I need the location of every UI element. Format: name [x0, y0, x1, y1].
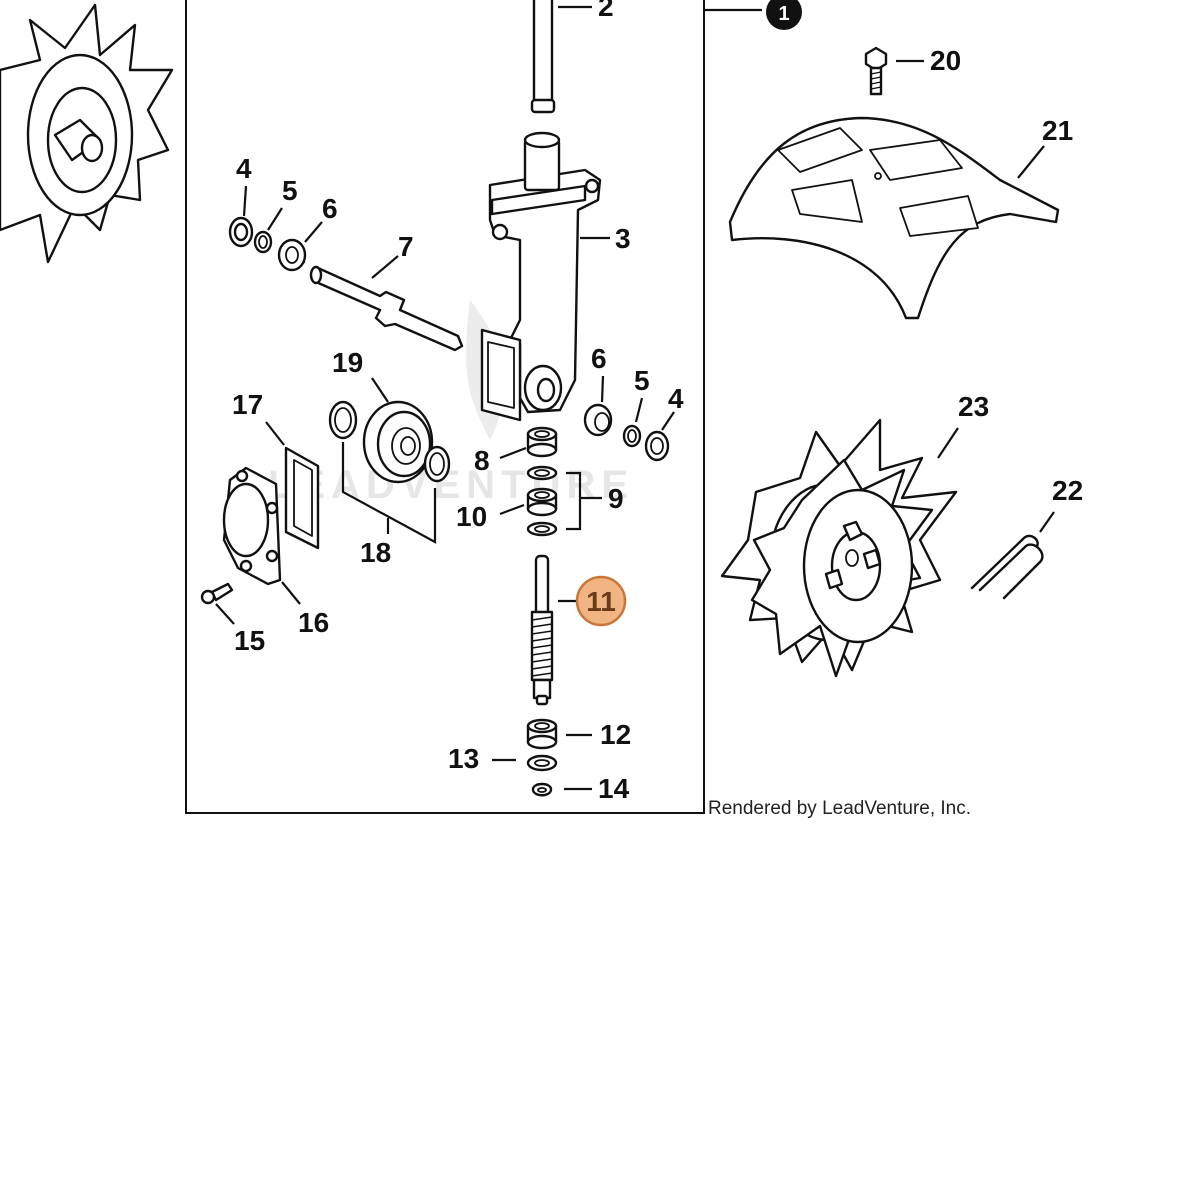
part-15-screw[interactable]	[200, 582, 234, 605]
part-21-shield[interactable]	[728, 116, 1060, 320]
part-22-hairpin-clip[interactable]	[970, 534, 1044, 600]
callout-6-left[interactable]: 6	[322, 193, 338, 224]
part-18-ring-left[interactable]	[328, 400, 358, 440]
part-7-axle[interactable]	[309, 265, 464, 352]
callout-2[interactable]: 2	[598, 0, 614, 22]
part-4-seal-left[interactable]	[228, 216, 254, 248]
callout-17[interactable]: 17	[232, 389, 263, 420]
part-13-washer[interactable]	[526, 754, 558, 772]
callout-22[interactable]: 22	[1052, 475, 1083, 506]
tine-left-partial[interactable]	[0, 3, 174, 264]
callout-16[interactable]: 16	[298, 607, 329, 638]
part-6-bushing-right[interactable]	[583, 403, 613, 437]
callout-11[interactable]: 11	[586, 586, 616, 617]
callout-20[interactable]: 20	[930, 45, 961, 76]
part-12-bushing[interactable]	[526, 718, 558, 750]
part-23-tine[interactable]	[720, 418, 958, 678]
callout-18[interactable]: 18	[360, 537, 391, 568]
callout-5-right[interactable]: 5	[634, 365, 650, 396]
part-18-ring-right[interactable]	[423, 445, 451, 483]
callout-21[interactable]: 21	[1042, 115, 1073, 146]
callout-5-left[interactable]: 5	[282, 175, 298, 206]
callout-9[interactable]: 9	[608, 483, 624, 514]
part-9-washer-bottom[interactable]	[526, 521, 558, 537]
part-4-seal-right[interactable]	[644, 430, 670, 462]
part-11-worm-shaft[interactable]	[530, 554, 554, 706]
kit-callout-label: 1	[778, 3, 789, 25]
part-3-gear-housing[interactable]	[480, 131, 602, 422]
part-8-bushing[interactable]	[526, 426, 558, 458]
credit-text: Rendered by LeadVenture, Inc.	[708, 798, 971, 819]
callout-12[interactable]: 12	[600, 719, 631, 750]
callout-19[interactable]: 19	[332, 347, 363, 378]
part-20-bolt[interactable]	[864, 46, 888, 96]
assembly-frame	[185, 0, 705, 814]
part-16-cover[interactable]	[222, 466, 282, 586]
callout-14[interactable]: 14	[598, 773, 630, 804]
part-5-ring-left[interactable]	[253, 230, 273, 254]
kit-callout-circle[interactable]	[766, 0, 802, 30]
part-17-gasket[interactable]	[284, 446, 320, 550]
callout-15[interactable]: 15	[234, 625, 265, 656]
part-6-bushing-left[interactable]	[277, 238, 307, 272]
callout-4-left[interactable]: 4	[236, 153, 252, 184]
part-19-bearing[interactable]	[362, 400, 434, 484]
callout-6-right[interactable]: 6	[591, 343, 607, 374]
callout-13[interactable]: 13	[448, 743, 479, 774]
callout-8[interactable]: 8	[474, 445, 490, 476]
callout-10[interactable]: 10	[456, 501, 487, 532]
callout-7[interactable]: 7	[398, 231, 414, 262]
callout-3[interactable]: 3	[615, 223, 631, 254]
callout-11-highlight[interactable]	[575, 575, 627, 627]
part-10-bushing[interactable]	[526, 487, 558, 517]
part-5-ring-right[interactable]	[622, 424, 642, 448]
part-9-washer-top[interactable]	[526, 465, 558, 481]
part-14-circlip[interactable]	[531, 782, 553, 797]
callout-23[interactable]: 23	[958, 391, 989, 422]
callout-4-right[interactable]: 4	[668, 383, 684, 414]
part-2-shaft[interactable]	[530, 0, 556, 114]
